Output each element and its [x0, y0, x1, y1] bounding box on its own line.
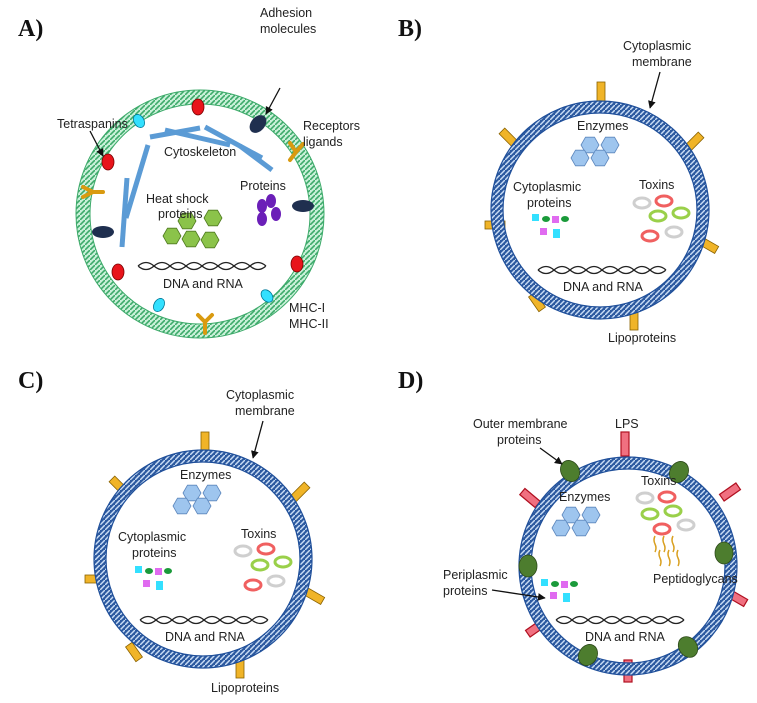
panel-c-dna [139, 615, 269, 625]
label-mhc2: MHC-II [289, 317, 329, 331]
receptor-ligands [81, 141, 305, 335]
label-c-dna-rna: DNA and RNA [165, 630, 246, 644]
label-b-toxins: Toxins [639, 178, 674, 192]
label-cytoskeleton: Cytoskeleton [164, 145, 236, 159]
label-tetraspanins: Tetraspanins [57, 117, 128, 131]
label-d-peptidoglycans: Peptidoglycans [653, 572, 738, 586]
label-c-lipoproteins: Lipoproteins [211, 681, 279, 695]
arrow-adhesion [265, 87, 281, 115]
label-c-cyto-membrane-1: Cytoplasmic [226, 388, 294, 402]
cytoskeleton-filaments [119, 124, 274, 248]
label-b-cyto-proteins-2: proteins [527, 196, 571, 210]
purple-proteins [257, 194, 281, 226]
arrow-b-membrane [648, 71, 661, 109]
panel-d-dna [555, 615, 685, 625]
panel-d-peptidoglycans [653, 535, 680, 567]
label-heat-shock-1: Heat shock [146, 192, 209, 206]
label-d-lps: LPS [615, 417, 639, 431]
label-c-toxins: Toxins [241, 527, 276, 541]
label-d-outer-membrane-2: proteins [497, 433, 541, 447]
label-d-periplasmic-1: Periplasmic [443, 568, 508, 582]
panel-c-toxins [233, 542, 293, 592]
panel-c-letter: C) [18, 368, 43, 394]
panel-d-enzymes [551, 506, 601, 537]
panel-c-membrane [94, 450, 312, 668]
adhesion-molecules [92, 115, 314, 238]
panel-d: D) [398, 368, 749, 683]
label-d-outer-membrane-1: Outer membrane [473, 417, 568, 431]
panel-b-letter: B) [398, 16, 422, 42]
arrow-d-periplasmic [491, 589, 546, 601]
panel-b-cyto-proteins [532, 214, 569, 238]
label-b-dna-rna: DNA and RNA [563, 280, 644, 294]
label-b-lipoproteins: Lipoproteins [608, 331, 676, 345]
label-c-enzymes: Enzymes [180, 468, 231, 482]
panel-c-cyto-proteins [135, 566, 172, 590]
tetraspanin-markers [101, 98, 304, 281]
label-c-cyto-proteins-2: proteins [132, 546, 176, 560]
label-adhesion-2: molecules [260, 22, 316, 36]
panel-c-enzymes [172, 484, 222, 515]
panel-c: C) [18, 368, 326, 695]
label-b-enzymes: Enzymes [577, 119, 628, 133]
panel-a: A) [18, 6, 360, 339]
panel-d-omp [518, 460, 734, 666]
label-b-cyto-membrane-1: Cytoplasmic [623, 39, 691, 53]
label-c-cyto-membrane-2: membrane [235, 404, 295, 418]
arrow-c-membrane [251, 420, 264, 459]
label-receptors-2: ligands [303, 135, 343, 149]
label-proteins: Proteins [240, 179, 286, 193]
panel-d-periplasmic-proteins [541, 579, 578, 602]
label-d-toxins: Toxins [641, 474, 676, 488]
mhc-markers [133, 114, 274, 312]
panel-b-dna [537, 265, 667, 275]
label-d-dna-rna: DNA and RNA [585, 630, 666, 644]
label-heat-shock-2: proteins [158, 207, 202, 221]
label-c-cyto-proteins-1: Cytoplasmic [118, 530, 186, 544]
label-dna-rna-a: DNA and RNA [163, 277, 244, 291]
label-mhc1: MHC-I [289, 301, 325, 315]
label-d-periplasmic-2: proteins [443, 584, 487, 598]
panel-b-enzymes [570, 136, 620, 167]
label-receptors-1: Receptors [303, 119, 360, 133]
label-b-cyto-proteins-1: Cytoplasmic [513, 180, 581, 194]
panel-b-membrane [491, 101, 709, 319]
panel-b-toxins [632, 194, 691, 243]
panel-a-dna [137, 261, 267, 271]
label-d-enzymes: Enzymes [559, 490, 610, 504]
arrow-d-omp [539, 447, 563, 465]
panel-b: B) [398, 16, 720, 345]
panel-d-toxins [635, 490, 696, 536]
panel-d-letter: D) [398, 368, 423, 394]
panel-c-lipoproteins [84, 431, 326, 679]
label-adhesion-1: Adhesion [260, 6, 312, 20]
panel-a-letter: A) [18, 16, 43, 42]
panel-a-membrane [76, 90, 324, 338]
label-b-cyto-membrane-2: membrane [632, 55, 692, 69]
arrow-tetraspanins [89, 130, 104, 157]
